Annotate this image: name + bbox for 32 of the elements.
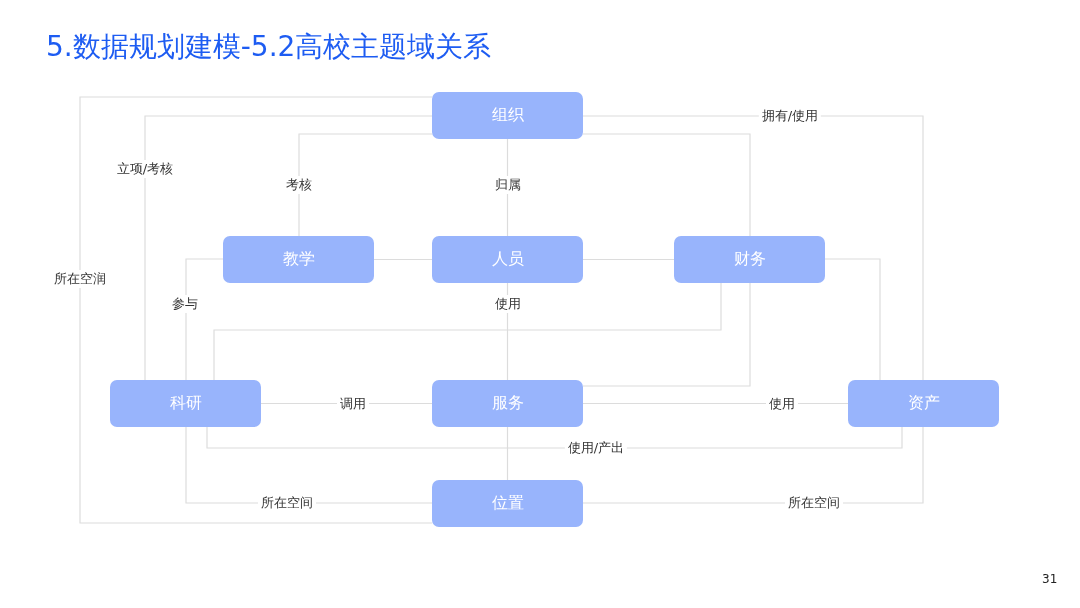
edge-label: 考核 [283,176,315,194]
edge-label: 所在空间 [785,494,843,512]
connector-line [373,258,433,261]
edge-label: 参与 [169,295,201,313]
entity-box: 资产 [848,380,999,427]
entity-box: 组织 [432,92,583,139]
connector-line [298,133,433,237]
edge-label: 使用 [766,395,798,413]
entity-box: 财务 [674,236,825,283]
edge-label: 拥有/使用 [758,107,822,125]
connector-line [582,133,751,237]
edge-label: 归属 [492,176,524,194]
connector-line [824,258,881,381]
edge-label: 调用 [337,395,369,413]
connector-line [206,426,903,449]
connector-line [582,402,849,405]
entity-box: 服务 [432,380,583,427]
entity-box: 科研 [110,380,261,427]
entity-box: 人员 [432,236,583,283]
connector-line [144,115,433,381]
connector-line [213,282,722,381]
connector-line [582,258,675,261]
connector-line [582,282,751,387]
edge-label: 使用/产出 [564,439,628,457]
entity-box: 教学 [223,236,374,283]
entity-box: 位置 [432,480,583,527]
connector-line [506,426,509,481]
connector-line [185,258,224,381]
page-number: 31 [1042,572,1058,586]
connector-line [582,115,924,381]
edge-label: 所在空间 [258,494,316,512]
slide-title: 5.数据规划建模-5.2高校主题域关系 [46,29,492,65]
